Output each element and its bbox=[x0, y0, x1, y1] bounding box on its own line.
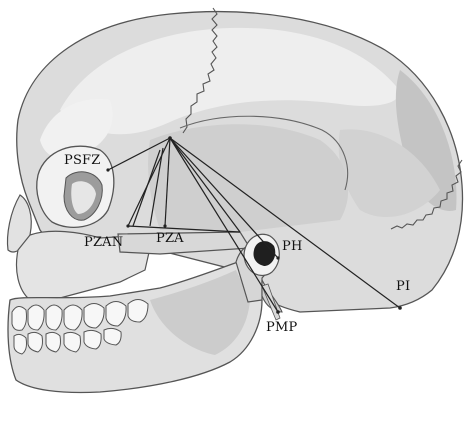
point-vertex bbox=[168, 136, 172, 140]
label-ph: PH bbox=[282, 239, 302, 254]
point-pzan bbox=[126, 224, 129, 227]
point-pi bbox=[398, 306, 402, 310]
point-ph bbox=[276, 256, 279, 259]
point-pmp bbox=[276, 310, 280, 314]
point-pza bbox=[163, 224, 166, 227]
label-pi: PI bbox=[396, 279, 410, 294]
point-psfz bbox=[106, 168, 109, 171]
label-psfz: PSFZ bbox=[64, 153, 101, 168]
label-pzan: PZAN bbox=[84, 235, 123, 250]
label-pza: PZA bbox=[156, 231, 184, 246]
label-pmp: PMP bbox=[266, 320, 297, 335]
